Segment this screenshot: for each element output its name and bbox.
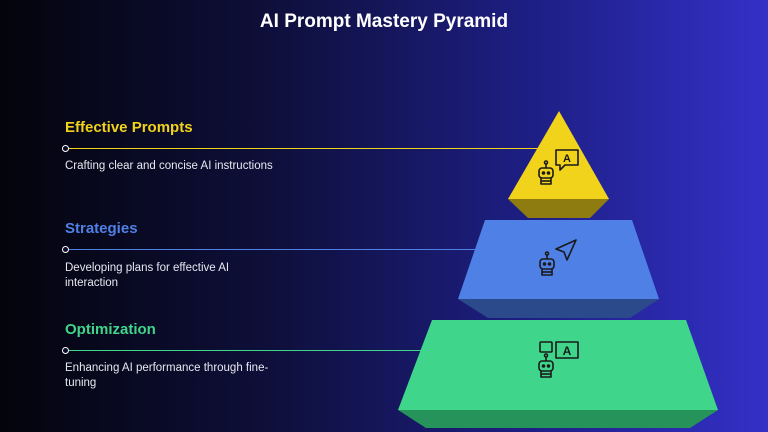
connector-dot-strategies: [62, 246, 69, 253]
connector-line-strategies: [66, 249, 486, 250]
svg-text:A: A: [563, 153, 571, 165]
level-label-effective-prompts: Effective Prompts: [65, 119, 193, 136]
level-description-effective-prompts: Crafting clear and concise AI instructio…: [65, 160, 273, 172]
robot-chat-icon: A: [538, 149, 579, 185]
pyramid-tier-strategies: [458, 220, 659, 318]
connector-dot-optimization: [62, 347, 69, 354]
level-description-optimization: Enhancing AI performance through fine-tu…: [65, 362, 269, 389]
robot-navigate-icon: [539, 239, 577, 276]
connector-dot-effective-prompts: [62, 145, 69, 152]
robot-chat-icon: A: [538, 341, 579, 378]
connector-line-optimization: [66, 350, 446, 351]
level-label-optimization: Optimization: [65, 321, 156, 338]
level-label-strategies: Strategies: [65, 220, 138, 237]
level-description-strategies: Developing plans for effective AI intera…: [65, 262, 230, 289]
pyramid-tier-optimization: A: [398, 320, 718, 428]
diagram-title: AI Prompt Mastery Pyramid: [259, 11, 509, 32]
pyramid-tier-effective-prompts: A: [508, 111, 609, 218]
connector-line-effective-prompts: [66, 148, 542, 149]
svg-text:A: A: [563, 344, 572, 358]
